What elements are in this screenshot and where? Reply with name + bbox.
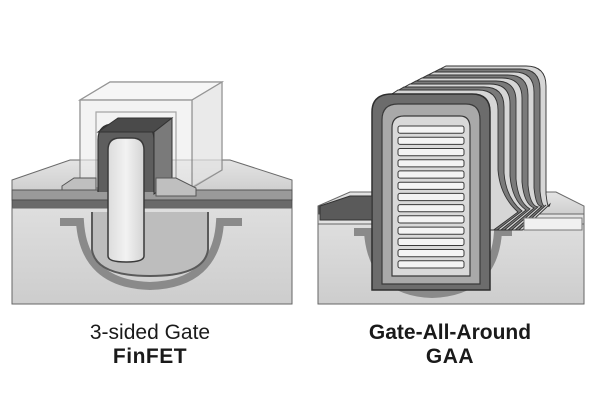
gaa-nanosheet: [397, 204, 465, 213]
finfet-drain-pad: [155, 177, 197, 197]
gaa-left-pad: [319, 195, 373, 221]
finfet-source-pad: [61, 177, 97, 191]
finfet-caption-title: FinFET: [112, 345, 188, 368]
gaa-nanosheet: [397, 215, 465, 224]
gaa-nanosheet: [397, 136, 465, 145]
gaa-nanosheet: [397, 237, 465, 247]
gaa-gate-wrap-layers: [390, 65, 551, 231]
gaa-nanosheet: [397, 260, 465, 269]
gaa-nanosheet: [397, 226, 465, 235]
gaa-device: [317, 65, 585, 305]
gaa-caption-subtitle: Gate-All-Around: [368, 321, 532, 344]
finfet-fin: [107, 137, 145, 263]
gaa-nanosheet: [397, 159, 465, 168]
finfet-dark-layer: [11, 199, 293, 209]
finfet-device: [11, 80, 293, 305]
gaa-nanosheet: [397, 148, 465, 157]
gaa-nanosheet: [397, 170, 465, 179]
gaa-nanosheet: [397, 125, 465, 134]
gaa-nanosheet: [397, 249, 465, 258]
finfet-well-outer: [60, 218, 242, 291]
finfet-caption-subtitle: 3-sided Gate: [89, 321, 211, 344]
gaa-caption-title: GAA: [425, 345, 475, 368]
gaa-nanosheet: [397, 192, 465, 202]
gaa-nanosheet-stack: [397, 125, 465, 269]
gaa-right-pad: [523, 217, 583, 231]
gaa-nanosheet: [397, 181, 465, 190]
